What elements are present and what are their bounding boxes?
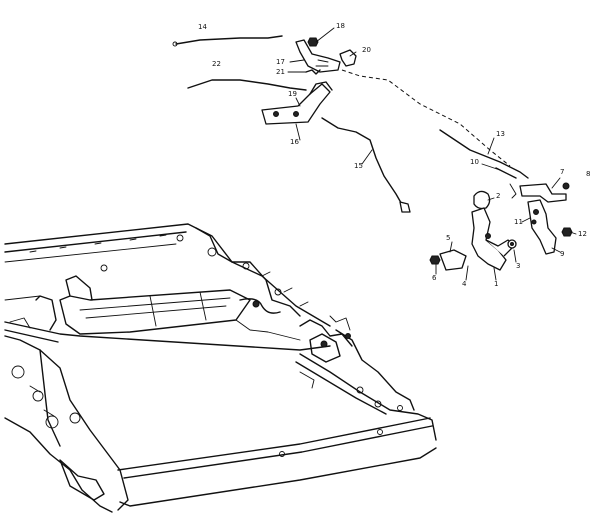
upper-linkage bbox=[172, 35, 529, 213]
leader-lines bbox=[287, 27, 577, 281]
callout-16: 16 bbox=[290, 138, 299, 146]
pivot-lever-1 bbox=[471, 207, 507, 271]
callout-13: 13 bbox=[496, 130, 505, 138]
callout-10: 10 bbox=[470, 158, 479, 166]
callout-15: 15 bbox=[354, 162, 363, 170]
callout-17: 17 bbox=[276, 58, 285, 66]
callout-21: 21 bbox=[276, 68, 285, 76]
callout-1: 1 bbox=[494, 280, 498, 288]
callout-19: 19 bbox=[288, 90, 297, 98]
cable-15 bbox=[321, 117, 405, 209]
bracket-17 bbox=[295, 39, 341, 73]
callout-11: 11 bbox=[514, 218, 523, 226]
callout-14: 14 bbox=[198, 23, 207, 31]
cable-dashed bbox=[341, 69, 511, 167]
callout-20: 20 bbox=[362, 46, 371, 54]
lower-linkage bbox=[429, 182, 573, 271]
callout-2: 2 bbox=[496, 192, 500, 200]
clip-20 bbox=[339, 49, 357, 67]
callout-labels: 14 18 17 20 21 22 19 16 15 13 10 7 8 2 1… bbox=[198, 22, 590, 288]
callout-9: 9 bbox=[560, 250, 564, 258]
callout-18: 18 bbox=[336, 22, 345, 30]
callout-4: 4 bbox=[462, 280, 467, 288]
callout-7: 7 bbox=[560, 168, 564, 176]
rod-14 bbox=[175, 35, 283, 45]
lever-7 bbox=[519, 183, 567, 203]
spring-21 bbox=[305, 69, 321, 75]
arm-9 bbox=[527, 199, 557, 255]
knob-2 bbox=[473, 190, 491, 210]
bolt-6 bbox=[429, 255, 441, 265]
callout-12: 12 bbox=[578, 230, 587, 238]
rod-13 bbox=[439, 129, 529, 179]
callout-22: 22 bbox=[212, 60, 221, 68]
bolt-18 bbox=[307, 37, 319, 47]
callout-3: 3 bbox=[516, 262, 520, 270]
plate-5 bbox=[439, 249, 467, 271]
rod-22 bbox=[187, 79, 307, 91]
callout-8: 8 bbox=[586, 170, 590, 178]
bolt-12 bbox=[561, 227, 573, 237]
chassis-frame bbox=[4, 223, 437, 513]
callout-5: 5 bbox=[446, 234, 450, 242]
callout-6: 6 bbox=[432, 274, 437, 282]
